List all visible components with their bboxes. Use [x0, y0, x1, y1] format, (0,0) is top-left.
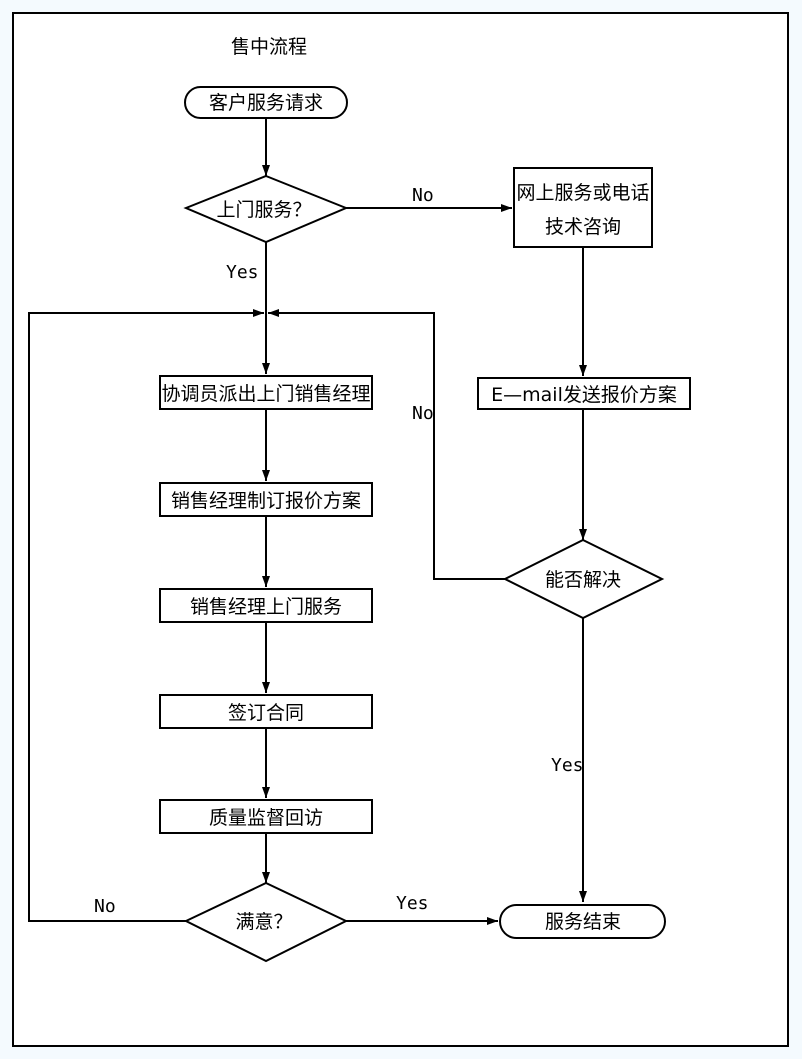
onsite-service-label: 销售经理上门服务	[190, 596, 342, 618]
followup-label: 质量监督回访	[209, 807, 323, 829]
quote-label: 销售经理制订报价方案	[171, 490, 361, 512]
solved-decision: 能否解决	[502, 538, 665, 620]
coordinator-node: 协调员派出上门销售经理	[159, 375, 373, 410]
email-label: E—mail发送报价方案	[491, 384, 677, 406]
edge-label-solved-yes: Yes	[551, 755, 584, 776]
start-node: 客户服务请求	[184, 86, 348, 119]
edge-label-solved-no: No	[412, 403, 434, 424]
satisfied-decision-label: 满意？	[235, 911, 292, 933]
email-node: E—mail发送报价方案	[477, 377, 691, 410]
edges	[28, 118, 587, 925]
end-label: 服务结束	[545, 911, 621, 933]
edge-label-satisfied-yes: Yes	[396, 893, 429, 914]
satisfied-decision: 满意？	[183, 881, 349, 963]
contract-node: 签订合同	[159, 694, 373, 729]
page-frame	[12, 12, 789, 1047]
edge-satisfied-no-loop	[28, 309, 264, 922]
coordinator-label: 协调员派出上门销售经理	[161, 383, 370, 405]
online-service-label-line1: 网上服务或电话	[516, 182, 649, 204]
onsite-decision-label: 上门服务？	[216, 199, 311, 221]
edge-label-onsite-yes: Yes	[226, 262, 259, 283]
online-service-node: 网上服务或电话 技术咨询	[513, 167, 653, 248]
diagram-title: 售中流程	[231, 36, 307, 58]
solved-decision-label: 能否解决	[545, 569, 621, 591]
contract-label: 签订合同	[228, 702, 304, 724]
online-service-label-line2: 技术咨询	[545, 216, 621, 238]
onsite-decision: 上门服务？	[183, 174, 349, 244]
edge-label-satisfied-no: No	[94, 896, 116, 917]
followup-node: 质量监督回访	[159, 799, 373, 834]
end-node: 服务结束	[499, 904, 666, 939]
onsite-service-node: 销售经理上门服务	[159, 588, 373, 623]
start-label: 客户服务请求	[209, 92, 323, 114]
edge-solved-no-loop	[268, 309, 505, 580]
edge-label-onsite-no: No	[412, 185, 434, 206]
quote-node: 销售经理制订报价方案	[159, 482, 373, 517]
